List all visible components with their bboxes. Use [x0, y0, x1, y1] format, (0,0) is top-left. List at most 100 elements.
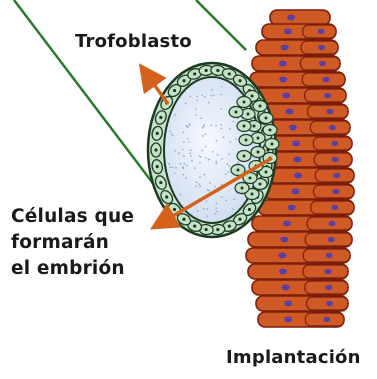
cell-nucleus	[173, 89, 176, 92]
speckle	[217, 154, 219, 156]
speckle	[215, 125, 217, 127]
speckle	[229, 165, 231, 167]
speckle	[233, 198, 235, 200]
cell-nucleus	[325, 285, 332, 290]
speckle	[207, 215, 209, 217]
cell-nucleus	[259, 105, 262, 108]
label-implantation: Implantación	[226, 347, 361, 368]
cell-nucleus	[329, 125, 336, 130]
speckle	[178, 152, 180, 154]
cell-nucleus	[325, 269, 332, 274]
speckle	[186, 125, 188, 127]
speckle	[206, 201, 208, 203]
speckle	[174, 150, 176, 152]
speckle	[203, 208, 205, 210]
cell-nucleus	[205, 69, 208, 72]
speckle	[191, 160, 193, 162]
speckle	[221, 158, 223, 160]
cell-nucleus	[235, 111, 238, 114]
cell-nucleus	[228, 72, 231, 75]
cell-nucleus	[288, 205, 296, 211]
cell-nucleus	[245, 139, 248, 142]
speckle	[202, 127, 204, 129]
cell-nucleus	[284, 29, 292, 35]
speckle	[199, 162, 201, 164]
cell-nucleus	[323, 317, 330, 322]
leader-line-right	[196, 0, 246, 50]
speckle	[171, 133, 173, 135]
cell-nucleus	[269, 129, 272, 132]
cell-nucleus	[216, 228, 219, 231]
cell-nucleus	[282, 285, 290, 291]
label-embryo-cells-line2: formarán	[11, 230, 134, 256]
cell-nucleus	[293, 157, 301, 163]
cell-nucleus	[284, 317, 292, 323]
speckle	[189, 141, 191, 143]
cell-nucleus	[287, 15, 295, 21]
cell-nucleus	[249, 177, 252, 180]
cell-nucleus	[327, 109, 334, 114]
speckle	[214, 213, 216, 215]
speckle	[203, 124, 205, 126]
speckle	[180, 194, 182, 196]
label-embryo-cells-line3: el embrión	[11, 256, 134, 282]
cell-nucleus	[182, 218, 185, 221]
speckle	[226, 200, 228, 202]
cell-nucleus	[247, 113, 250, 116]
speckle	[185, 103, 187, 105]
cell-nucleus	[282, 93, 290, 99]
cell-nucleus	[251, 193, 254, 196]
speckle	[223, 136, 225, 138]
cell-nucleus	[241, 187, 244, 190]
leader-line-left	[14, 0, 158, 190]
speckle	[220, 128, 222, 130]
speckle	[172, 135, 174, 137]
speckle	[205, 157, 207, 159]
cell-nucleus	[319, 61, 326, 66]
cell-nucleus	[326, 301, 333, 306]
cell-nucleus	[257, 151, 260, 154]
label-trophoblast: Trofoblasto	[75, 31, 192, 52]
speckle	[221, 86, 223, 88]
speckle	[196, 100, 198, 102]
speckle	[211, 125, 213, 127]
speckle	[183, 163, 185, 165]
cell-nucleus	[259, 183, 262, 186]
speckle	[211, 89, 213, 91]
cell-nucleus	[228, 224, 231, 227]
cell-nucleus	[333, 173, 340, 178]
cell-nucleus	[159, 116, 162, 119]
speckle	[189, 152, 191, 154]
speckle	[183, 132, 185, 134]
speckle	[187, 138, 189, 140]
cell-nucleus	[238, 79, 241, 82]
cell-nucleus	[279, 77, 287, 83]
cell-nucleus	[292, 189, 300, 195]
endometrium-cell	[270, 10, 330, 25]
cell-nucleus	[289, 125, 297, 131]
speckle	[200, 117, 202, 119]
speckle	[238, 162, 240, 164]
cell-nucleus	[278, 253, 286, 259]
speckle	[201, 94, 203, 96]
cell-nucleus	[253, 125, 256, 128]
cell-nucleus	[237, 169, 240, 172]
speckle	[196, 181, 198, 183]
speckle	[199, 186, 201, 188]
cell-nucleus	[173, 208, 176, 211]
speckle	[189, 96, 191, 98]
speckle	[215, 207, 217, 209]
speckle	[228, 153, 230, 155]
cell-nucleus	[283, 221, 291, 227]
speckle	[235, 138, 237, 140]
cell-nucleus	[331, 141, 338, 146]
speckle	[174, 173, 176, 175]
speckle	[175, 167, 177, 169]
cell-nucleus	[271, 143, 274, 146]
cell-nucleus	[243, 101, 246, 104]
speckle	[195, 108, 197, 110]
speckle	[213, 94, 215, 96]
cell-nucleus	[280, 237, 288, 243]
speckle	[230, 141, 232, 143]
